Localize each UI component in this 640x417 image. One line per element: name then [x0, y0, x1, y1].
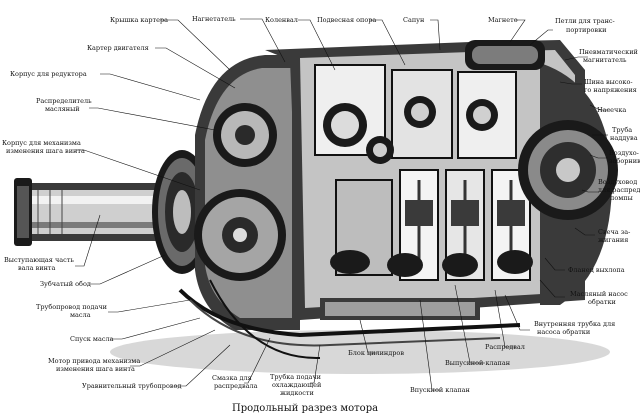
- label-raspredelitel-2: масляный: [45, 105, 80, 113]
- label-vozduhovod-1: Воздуховод: [598, 178, 637, 186]
- label-vnutrennyaya-2: насоса обратки: [537, 328, 590, 336]
- label-petli-2: портировки: [566, 26, 606, 34]
- label-vozduho-1: Воздухо-: [609, 149, 639, 157]
- lower-piping: [178, 279, 521, 360]
- label-raspredval: Распредвал: [485, 343, 525, 351]
- label-trubka-1: Трубка подачи: [270, 373, 321, 381]
- label-truboprovod-2: масла: [70, 311, 91, 319]
- cylinder-block: [314, 64, 533, 281]
- label-svecha-1: Свеча за-: [598, 228, 630, 236]
- label-flanets: Фланец выхлопа: [568, 266, 625, 274]
- label-vozduhovod-3: помпы: [610, 194, 633, 202]
- label-vnutrennyaya-1: Внутренняя трубка для: [534, 320, 615, 328]
- leader-lines: [75, 18, 610, 391]
- propeller-shaft: [14, 178, 166, 246]
- label-korpus-mech-2: изменения шага винта: [6, 147, 85, 155]
- label-vystupayushchaya-1: Выступающая часть: [4, 256, 74, 264]
- label-karter-dvigatelya: Картер двигателя: [87, 44, 149, 52]
- label-kolenval: Коленвал: [265, 16, 298, 24]
- label-nagnetatel: Нагнетатель: [192, 15, 236, 23]
- label-maslyany-nasos-1: Масляный насос: [570, 290, 628, 298]
- label-raspredelitel-1: Распределитель: [36, 97, 92, 105]
- label-kryshka-kartera: Крышка картера: [110, 16, 168, 24]
- label-trubka-3: жидкости: [280, 389, 314, 397]
- label-vystupayushchaya-2: вала винта: [18, 264, 56, 272]
- label-petli-1: Петли для транс-: [555, 17, 615, 25]
- labels: Крышка картера Нагнетатель Коленвал Подв…: [2, 15, 640, 397]
- label-shina-2: го напряжения: [584, 86, 637, 94]
- label-smazka-1: Смазка для: [212, 374, 252, 382]
- label-magneto: Магнето: [488, 16, 518, 24]
- label-blok-tsilindrov: Блок цилиндров: [348, 349, 404, 357]
- label-vozduho-2: заборник: [609, 157, 640, 165]
- label-korpus-reduktora: Корпус для редуктора: [10, 70, 87, 78]
- label-truboprovod-1: Трубопровод подачи: [36, 303, 107, 311]
- label-uravnitelny: Уравнительный трубопровод: [82, 382, 181, 390]
- label-truba-1: Труба: [612, 126, 632, 134]
- label-podvesnaya-opora: Подвесная опора: [317, 16, 376, 24]
- label-shina-1: Шина высоко-: [584, 78, 633, 86]
- label-trubka-2: охлаждающей: [272, 381, 321, 389]
- label-motor-privoda-2: изменения шага винта: [56, 365, 135, 373]
- label-sapun: Сапун: [403, 16, 424, 24]
- label-zubchaty-obod: Зубчатый обод: [40, 280, 91, 288]
- label-nasechka: Насечка: [597, 106, 626, 114]
- label-truba-2: наддува: [610, 134, 638, 142]
- label-maslyany-nasos-2: обратки: [588, 298, 616, 306]
- diagram-caption: Продольный разрез мотора: [232, 403, 378, 414]
- label-svecha-2: жигания: [598, 236, 628, 244]
- label-vozduhovod-2: для распред.: [598, 186, 640, 194]
- label-smazka-2: распредвала: [214, 382, 258, 390]
- supercharger-housing: [465, 40, 618, 305]
- label-spusk-masla: Спуск масла: [70, 335, 114, 343]
- engine-illustration: [14, 40, 618, 374]
- reduction-housing: [194, 55, 300, 330]
- label-pnevmatichesky-2: магнитатель: [583, 56, 627, 64]
- label-korpus-mech-1: Корпус для механизма: [2, 139, 81, 147]
- label-vypusknoy: Выпускной клапан: [445, 359, 510, 367]
- label-pnevmatichesky-1: Пневматический: [579, 48, 638, 56]
- label-vpusknoy: Впускной клапан: [410, 386, 470, 394]
- label-motor-privoda-1: Мотор привода механизма: [48, 357, 140, 365]
